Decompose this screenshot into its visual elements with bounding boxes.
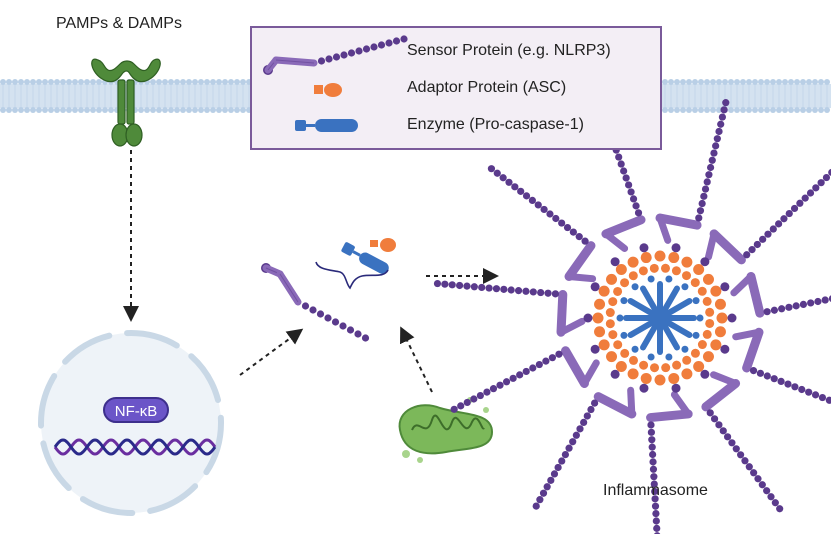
free-adaptor-protein xyxy=(370,238,396,252)
arrow-mito-to-components xyxy=(400,326,433,393)
inflammasome-label: Inflammasome xyxy=(603,482,708,499)
receptor-icon xyxy=(91,58,161,147)
signal-arrows xyxy=(123,150,499,393)
components-brace xyxy=(315,261,389,290)
legend-enzyme-label: Enzyme (Pro-caspase-1) xyxy=(407,116,584,133)
legend-sensor-icon xyxy=(263,35,408,75)
legend: Sensor Protein (e.g. NLRP3) Adaptor Prot… xyxy=(250,26,662,150)
free-sensor-protein xyxy=(261,263,370,342)
arrow-nucleus-to-components xyxy=(239,328,304,376)
legend-adaptor-label: Adaptor Protein (ASC) xyxy=(407,79,567,96)
receptor-label: PAMPs & DAMPs xyxy=(56,15,182,32)
dna-helix-icon xyxy=(53,438,217,456)
legend-sensor-label: Sensor Protein (e.g. NLRP3) xyxy=(407,42,611,59)
mitochondria-icon xyxy=(398,397,494,463)
legend-icons xyxy=(263,35,408,132)
nucleus xyxy=(38,330,224,516)
cell-membrane xyxy=(0,79,831,113)
free-enzyme-protein xyxy=(341,242,389,274)
inflammasome-complex xyxy=(433,97,831,539)
legend-enzyme-icon xyxy=(295,119,358,132)
legend-adaptor-icon xyxy=(314,83,342,97)
nfkb-badge: NF-κB xyxy=(103,397,169,423)
